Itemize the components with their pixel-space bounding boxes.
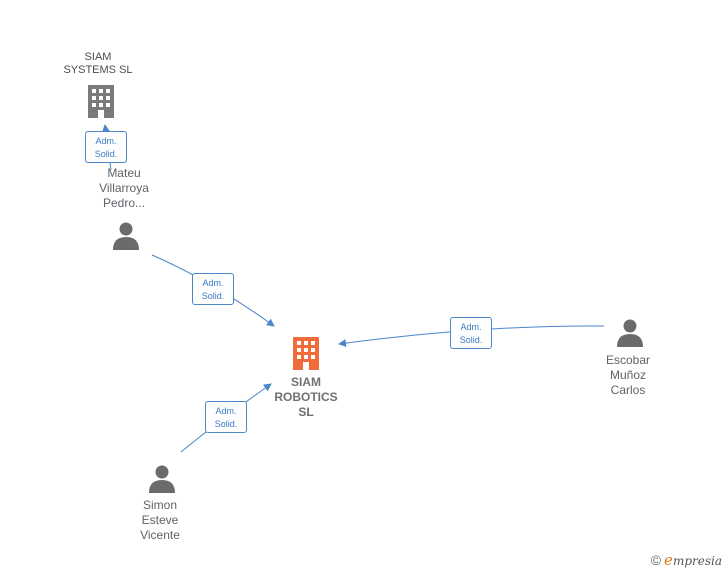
brand-logo: empresia (664, 551, 722, 569)
relation-role: Adm. (95, 136, 117, 146)
relation-badge-escobar-siam-robotics[interactable]: Adm. Solid. (450, 317, 492, 349)
relation-type: Solid. (214, 419, 238, 429)
building-icon[interactable] (85, 83, 117, 119)
relation-role: Adm. (460, 322, 482, 332)
person-label-mateu[interactable]: Mateu Villarroya Pedro... (99, 166, 149, 210)
relation-badge-simon-siam-robotics[interactable]: Adm. Solid. (205, 401, 247, 433)
footer-brand: ©empresia (651, 551, 722, 569)
brand-initial: e (664, 551, 673, 569)
company-label-siam-robotics[interactable]: SIAM ROBOTICS SL (274, 375, 338, 419)
person-icon[interactable] (615, 318, 645, 348)
company-label-siam-systems[interactable]: SIAM SYSTEMS SL (63, 51, 133, 76)
person-icon[interactable] (147, 464, 177, 494)
building-icon-main[interactable] (290, 335, 322, 371)
brand-rest: mpresia (672, 554, 722, 568)
relation-badge-mateu-siam-robotics[interactable]: Adm. Solid. (192, 273, 234, 305)
copyright-icon: © (650, 552, 662, 568)
person-label-simon[interactable]: Simon Esteve Vicente (140, 498, 180, 542)
person-label-escobar[interactable]: Escobar Muñoz Carlos (605, 353, 651, 397)
person-icon[interactable] (111, 221, 141, 251)
relation-badge-mateu-siam-systems[interactable]: Adm. Solid. (85, 131, 127, 163)
relation-role: Adm. (215, 406, 237, 416)
relation-role: Adm. (202, 278, 224, 288)
relation-type: Solid. (459, 335, 483, 345)
relation-type: Solid. (94, 149, 118, 159)
relation-type: Solid. (201, 291, 225, 301)
